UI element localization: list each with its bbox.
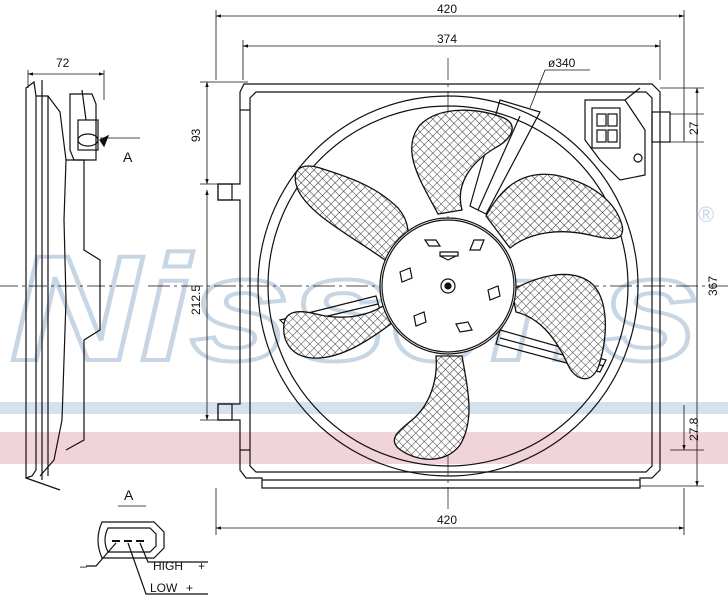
fan-blade-1 bbox=[294, 165, 409, 263]
fan-hub bbox=[379, 217, 517, 355]
front-dimensions bbox=[200, 10, 704, 535]
watermark: Nissens ® bbox=[0, 202, 728, 464]
watermark-pink-stripe bbox=[0, 432, 728, 464]
fan-blade-4 bbox=[511, 273, 606, 380]
dim-side-depth: 72 bbox=[56, 56, 70, 70]
dim-top-outer-width: 420 bbox=[437, 2, 457, 16]
watermark-registered-mark: ® bbox=[698, 202, 714, 227]
fan-blades bbox=[283, 109, 624, 460]
detail-title-label: A bbox=[124, 487, 134, 503]
fan-shroud bbox=[217, 83, 671, 489]
watermark-blue-stripe bbox=[0, 402, 728, 414]
connector-low-sign: + bbox=[186, 581, 193, 595]
dim-left-upper-offset: 93 bbox=[189, 128, 203, 142]
section-ref-label: A bbox=[123, 149, 133, 165]
fan-blade-5 bbox=[393, 355, 470, 460]
connector-minus-label: – bbox=[80, 559, 87, 573]
connector-high-sign: + bbox=[198, 559, 205, 573]
side-view bbox=[0, 70, 140, 491]
fan-blade-3 bbox=[485, 173, 624, 249]
fan-blade-6 bbox=[283, 303, 397, 359]
connector-detail bbox=[86, 505, 208, 595]
dim-left-mount-spacing: 212.5 bbox=[189, 285, 203, 315]
connector-high-label: HIGH bbox=[153, 559, 183, 573]
dim-bottom-width: 420 bbox=[437, 513, 457, 527]
fan-ring bbox=[257, 87, 646, 477]
dim-fan-diameter: ø340 bbox=[548, 56, 576, 70]
fan-blade-2 bbox=[411, 109, 513, 215]
dim-top-inner-width: 374 bbox=[437, 32, 457, 46]
dim-right-bottom-tab: 27.8 bbox=[687, 417, 701, 441]
dim-right-top-tab: 27 bbox=[687, 121, 701, 135]
connector-low-label: LOW bbox=[150, 581, 178, 595]
